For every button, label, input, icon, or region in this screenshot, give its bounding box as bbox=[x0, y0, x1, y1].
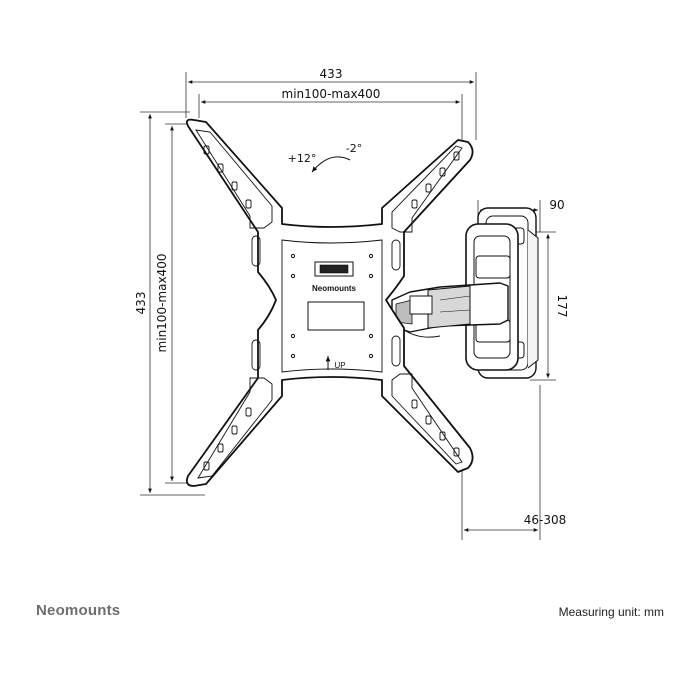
slot-top-left bbox=[195, 129, 273, 267]
wall-plate-height-label: 177 bbox=[555, 295, 569, 318]
tilt-indicator: +12° -2° bbox=[288, 142, 362, 173]
plate-up-label: UP bbox=[334, 361, 345, 370]
dimension-lines bbox=[140, 72, 556, 540]
articulating-arm bbox=[391, 282, 509, 338]
slot-bottom-right bbox=[391, 335, 463, 465]
tilt-down-label: -2° bbox=[346, 142, 362, 155]
overall-width-label: 433 bbox=[320, 67, 343, 81]
plate-brand-label: Neomounts bbox=[312, 284, 357, 293]
wall-plate-depth-label: 90 bbox=[549, 198, 564, 212]
vesa-height-label: min100-max400 bbox=[155, 254, 169, 353]
brand-logo-text: Neomounts bbox=[36, 602, 121, 619]
slot-top-right bbox=[391, 145, 463, 271]
tilt-up-label: +12° bbox=[288, 152, 317, 165]
slot-bottom-left bbox=[197, 339, 273, 479]
plate-centre-details bbox=[290, 253, 374, 370]
vesa-width-label: min100-max400 bbox=[282, 87, 381, 101]
extension-range-label: 46-308 bbox=[524, 513, 567, 527]
measuring-unit-note: Measuring unit: mm bbox=[558, 605, 664, 619]
overall-height-label: 433 bbox=[134, 292, 148, 315]
vesa-plate: Neomounts UP bbox=[185, 118, 474, 487]
